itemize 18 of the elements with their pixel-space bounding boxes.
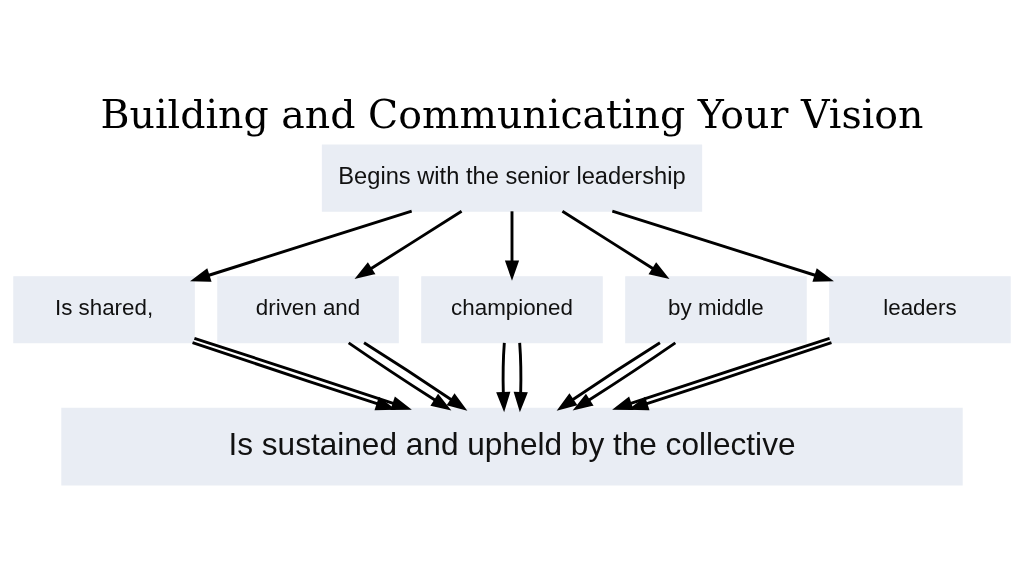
arrow — [496, 342, 511, 413]
node-box: championed — [421, 276, 603, 344]
diagram-title: Building and Communicating Your Vision — [100, 91, 924, 138]
arrow — [561, 210, 670, 279]
arrow — [572, 341, 677, 411]
arrow — [556, 341, 661, 411]
arrow — [504, 211, 520, 281]
node-box: driven and — [217, 276, 399, 344]
node-box: Begins with the senior leadership — [321, 144, 703, 212]
arrow — [611, 209, 834, 282]
node-box: leaders — [829, 276, 1011, 344]
node-box: by middle — [625, 276, 807, 344]
arrow — [513, 342, 528, 413]
arrow — [190, 209, 413, 282]
node-box: Is sustained and upheld by the collective — [61, 407, 963, 486]
arrow — [612, 336, 830, 410]
node-box: Is shared, — [13, 276, 195, 344]
arrow — [354, 210, 463, 279]
